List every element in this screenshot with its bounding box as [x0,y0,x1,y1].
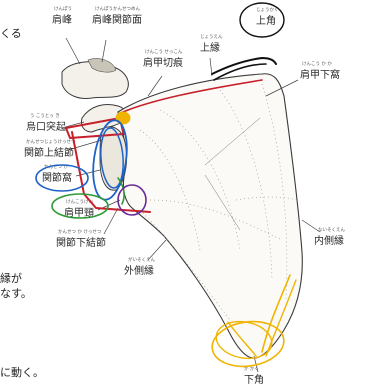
edge-text-4: に動く。 [0,365,44,379]
label-joen: 上縁 [200,41,220,54]
label-kansetsu-kakessetsu-ruby: かんせつ か けっせつ [58,228,102,235]
cropped-text-fragments: くる 縁が なす。 に動く。 [0,27,44,379]
label-kenko-kaka-ruby: けんこう か か [302,60,332,67]
label-kenpo-ruby: けんぽう [54,5,72,12]
leader-kenpo [66,38,80,64]
edge-text-3: なす。 [0,287,32,300]
label-kenpo: 肩峰 [52,13,72,26]
label-naisokuen-ruby: ないそくえん [318,226,345,233]
label-gaisokuen: 外側縁 [124,264,154,277]
label-kenpo-kansetsumen: 肩峰関節面 [92,13,142,26]
label-kenko-setsuko-ruby: けんこう せっこん [145,49,183,55]
label-ukotokki-ruby: う こうとっ き [30,113,60,119]
leader-kenpo-kansetsumen [102,40,106,62]
black-stroke-joen-1 [212,58,276,74]
edge-text-1: くる [0,27,22,40]
label-kenko-kaka: 肩甲下窩 [300,68,340,81]
label-jokaku: 上角 [256,15,276,27]
label-naisokuen: 内側縁 [314,234,344,247]
label-kenpo-kansetsumen-ruby: けんぽうかんせつめん [95,5,140,12]
leader-gaisokuen [148,240,166,260]
label-ukotokki: 烏口突起 [26,120,66,133]
label-joen-ruby: じょうえん [200,34,223,40]
label-kansetsuka: 関節窩 [42,171,72,184]
label-kakaku: 下角 [244,374,264,386]
label-kenko-setsuko: 肩甲切痕 [143,56,183,69]
label-gaisokuen-ruby: がいそくえん [128,256,155,263]
leader-kansetsu-kakessetsu [104,208,118,234]
label-kansetsu-kakessetsu: 関節下結節 [56,236,106,249]
label-kansetsu-jokessetsu: 関節上結節 [24,146,74,159]
label-kansetsu-jokessetsu-ruby: かんせつじょうけっせつ [26,138,76,145]
edge-text-2: 縁が [0,271,22,285]
